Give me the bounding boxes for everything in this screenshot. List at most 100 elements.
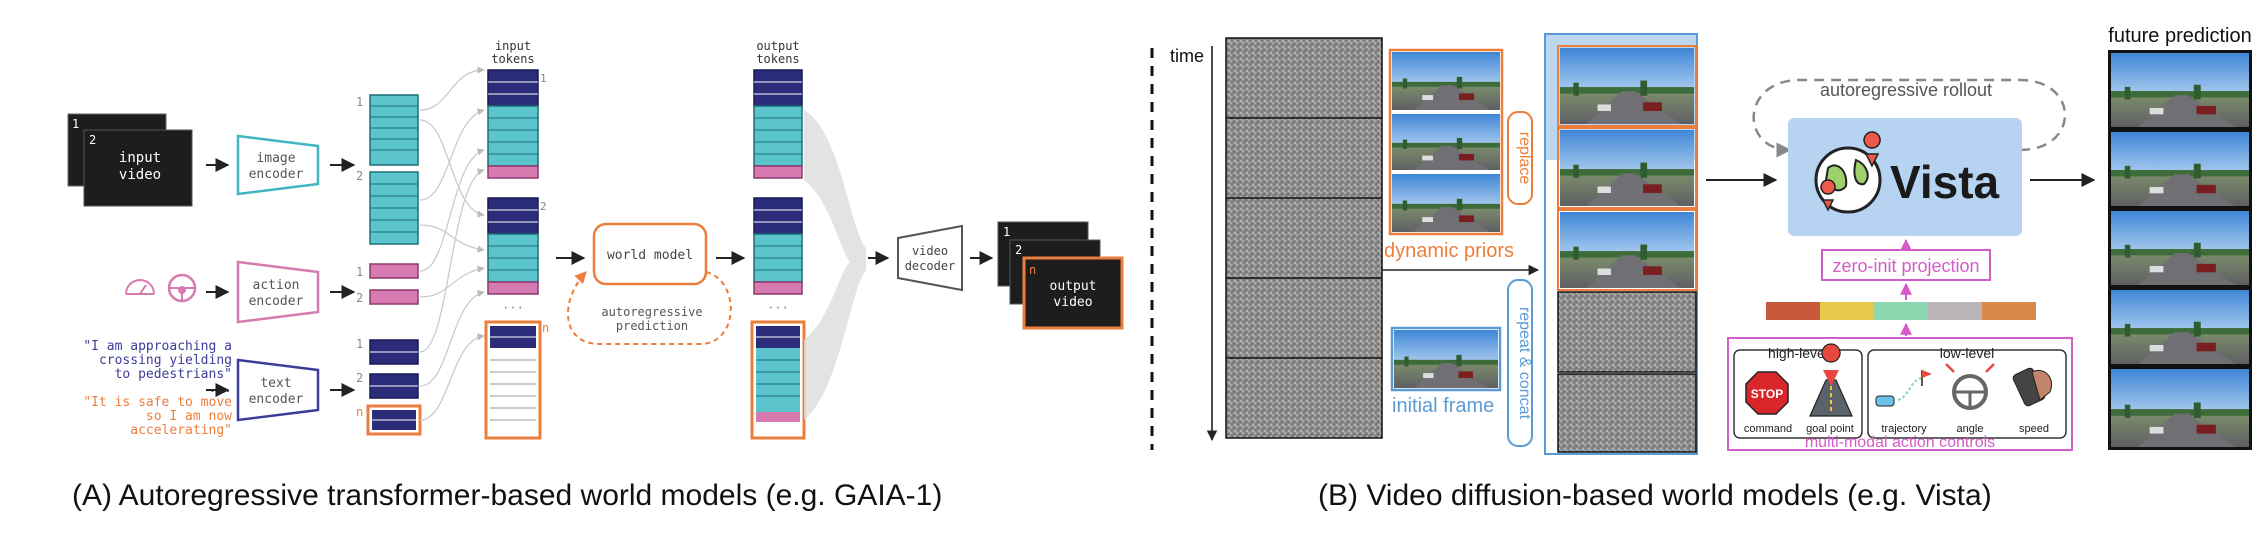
output-frame-2-index: 2 bbox=[1015, 243, 1022, 257]
input-frame-2-index: 2 bbox=[89, 133, 96, 147]
noise-frame-stack bbox=[1225, 37, 1383, 439]
dynamic-priors-frames bbox=[1388, 48, 1504, 236]
action-tokens: 1 2 bbox=[356, 263, 419, 305]
control-label-speed: speed bbox=[2019, 423, 2049, 435]
future-prediction-label: future prediction bbox=[2108, 25, 2251, 47]
left-panel: 1 2 input video image encoder 1 2 bbox=[67, 39, 1124, 512]
text-input-line3: to pedestrians" bbox=[115, 367, 232, 382]
replace-label: replace bbox=[1516, 132, 1533, 185]
input-column-index-n: n bbox=[542, 321, 549, 335]
action-icons bbox=[125, 273, 197, 303]
output-frame-1-index: 1 bbox=[1003, 225, 1010, 239]
autoregressive-rollout-label: autoregressive rollout bbox=[1820, 80, 1992, 100]
text-token-index-1: 1 bbox=[356, 337, 363, 351]
svg-text:···: ··· bbox=[502, 301, 524, 315]
left-caption: (A) Autoregressive transformer-based wor… bbox=[72, 479, 942, 512]
text-encoder-line1: text bbox=[260, 376, 291, 391]
text-encoder: text encoder bbox=[236, 358, 320, 422]
text-input-line4: "It is safe to move bbox=[83, 395, 232, 410]
right-panel: time dynamic priors replace initi bbox=[1170, 25, 2252, 512]
output-tokens-header-line2: tokens bbox=[756, 52, 799, 66]
control-label-command: command bbox=[1744, 423, 1792, 435]
replace-tag: replace bbox=[1507, 111, 1533, 205]
stop-sign-icon: STOP bbox=[1745, 371, 1789, 415]
action-encoder-line1: action bbox=[253, 278, 300, 293]
image-token-stack-1: 1 bbox=[356, 94, 419, 166]
text-input-line6: accelerating" bbox=[130, 423, 232, 438]
speed-pedal-icon bbox=[2012, 367, 2052, 407]
steering-wheel-icon bbox=[167, 273, 197, 303]
input-column-index-1: 1 bbox=[540, 72, 547, 85]
svg-text:···: ··· bbox=[767, 301, 789, 315]
text-input-ellipsis: ... bbox=[209, 381, 232, 396]
autoregressive-line2: prediction bbox=[616, 319, 688, 333]
vista-logo-text: Vista bbox=[1890, 156, 2000, 208]
decoder-fan bbox=[804, 110, 866, 420]
output-token-column: ··· bbox=[750, 69, 806, 440]
video-decoder: video decoder bbox=[897, 224, 963, 292]
image-encoder: image encoder bbox=[236, 134, 320, 196]
video-decoder-line2: decoder bbox=[905, 259, 956, 273]
autoregressive-rollout-loop bbox=[1752, 78, 2067, 158]
right-caption: (B) Video diffusion-based world models (… bbox=[1318, 479, 1992, 512]
control-label-angle: angle bbox=[1957, 423, 1984, 435]
image-token-index-2: 2 bbox=[356, 169, 363, 183]
initial-frame-label: initial frame bbox=[1392, 395, 1494, 417]
text-token-index-2: 2 bbox=[356, 371, 363, 385]
vista-box: Vista bbox=[1788, 118, 2022, 236]
control-label-goal-point: goal point bbox=[1806, 423, 1854, 435]
action-encoder: action encoder bbox=[236, 260, 320, 324]
input-video-label-line2: video bbox=[119, 167, 161, 183]
image-token-index-1: 1 bbox=[356, 95, 363, 109]
control-label-trajectory: trajectory bbox=[1881, 423, 1927, 435]
speedometer-icon bbox=[125, 279, 155, 295]
output-frame-n-index: n bbox=[1029, 263, 1036, 277]
text-input-line5: so I am now bbox=[146, 409, 232, 424]
text-token-index-n: n bbox=[356, 405, 363, 419]
output-video-label-line1: output bbox=[1050, 279, 1097, 294]
multimodal-caption: multi-modal action controls bbox=[1805, 434, 1995, 451]
output-video: 1 2 n output video bbox=[997, 221, 1124, 330]
goal-point-icon bbox=[1809, 343, 1853, 417]
steering-angle-icon bbox=[1945, 363, 1995, 410]
stop-sign-text: STOP bbox=[1751, 387, 1783, 401]
zero-init-projection-box bbox=[1821, 249, 1991, 281]
input-frame-1-index: 1 bbox=[72, 117, 79, 131]
image-encoder-line2: encoder bbox=[249, 167, 304, 182]
zero-init-projection-label: zero-init projection bbox=[1832, 256, 1979, 276]
output-tokens-header-line1: output bbox=[756, 39, 799, 53]
future-prediction-frames bbox=[2108, 50, 2252, 450]
high-level-label: high-level bbox=[1768, 345, 1828, 361]
trajectory-icon bbox=[1875, 370, 1932, 407]
action-encoder-line2: encoder bbox=[249, 294, 304, 309]
output-video-label-line2: video bbox=[1053, 295, 1092, 310]
token-routing-lines bbox=[419, 66, 485, 421]
text-input-line2: crossing yielding bbox=[99, 353, 232, 368]
dynamic-priors-label: dynamic priors bbox=[1384, 240, 1514, 262]
input-tokens-header-line1: input bbox=[495, 39, 531, 53]
low-level-label: low-level bbox=[1940, 345, 1994, 361]
autoregressive-loop bbox=[567, 271, 732, 345]
image-encoder-line1: image bbox=[256, 151, 295, 166]
world-model-label: world model bbox=[607, 248, 693, 263]
action-token-index-2: 2 bbox=[356, 291, 363, 305]
input-video: 1 2 input video bbox=[67, 113, 193, 207]
input-tokens-header-line2: tokens bbox=[491, 52, 534, 66]
multimodal-controls: high-level low-level STOP bbox=[1727, 337, 2073, 451]
autoregressive-line1: autoregressive bbox=[601, 305, 702, 319]
globe-icon bbox=[1814, 131, 1882, 214]
text-input-line1: "I am approaching a bbox=[83, 339, 232, 354]
video-decoder-line1: video bbox=[912, 244, 948, 258]
image-token-stack-2: 2 bbox=[356, 169, 419, 245]
time-label: time bbox=[1170, 46, 1204, 66]
text-tokens: 1 2 n bbox=[356, 337, 422, 436]
text-encoder-line2: encoder bbox=[249, 392, 304, 407]
text-input-quotes: "I am approaching a crossing yielding to… bbox=[83, 339, 232, 438]
initial-frame bbox=[1390, 326, 1502, 392]
input-frame-2 bbox=[83, 129, 193, 207]
input-video-label-line1: input bbox=[119, 150, 161, 166]
action-token-index-1: 1 bbox=[356, 265, 363, 279]
world-model-box: world model bbox=[592, 222, 708, 286]
concatenated-stack bbox=[1544, 33, 1698, 455]
repeat-concat-tag: repeat & concat bbox=[1507, 279, 1533, 447]
